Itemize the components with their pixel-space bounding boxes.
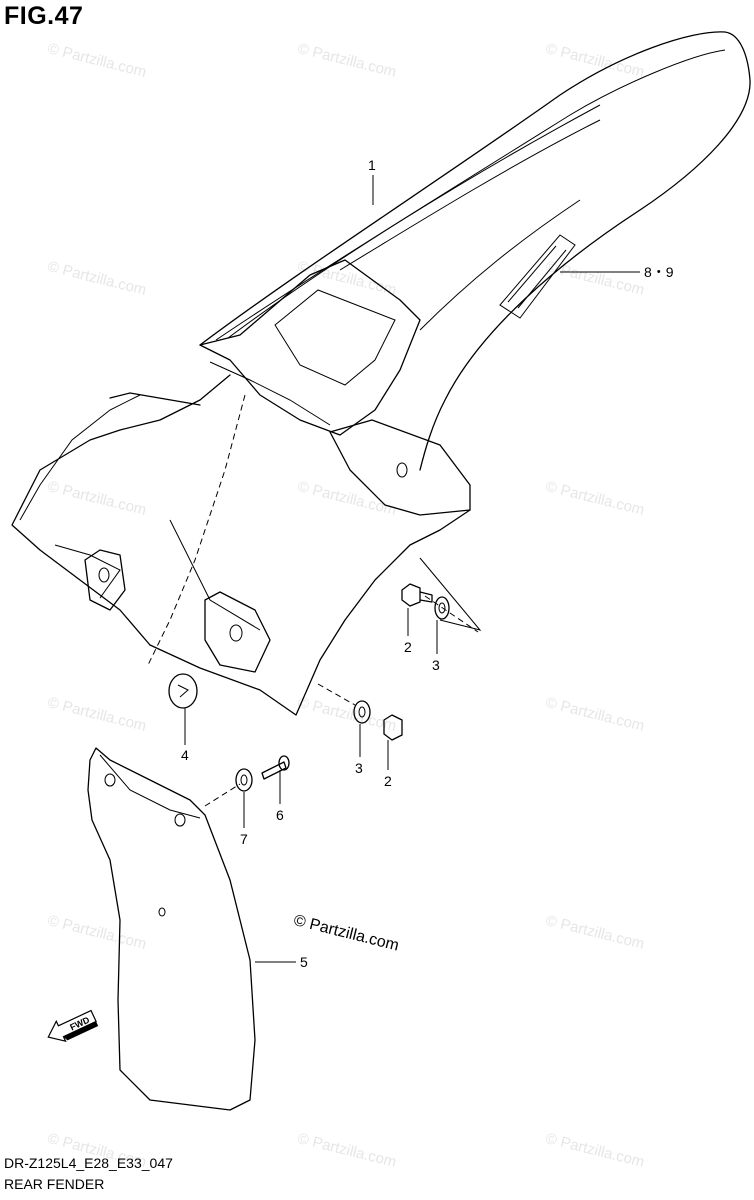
- callout-label: 6: [276, 807, 284, 823]
- assembly-line: [204, 783, 241, 807]
- callout-label: 3: [355, 760, 363, 776]
- bolt-part: [401, 583, 433, 607]
- mud-flap-part: [87, 747, 256, 1111]
- callout-label: 2: [384, 773, 392, 789]
- figure-title: FIG.47: [4, 2, 84, 30]
- callout-label: 8・9: [644, 264, 674, 280]
- assembly-line: [317, 683, 356, 706]
- assembly-line: [424, 595, 479, 633]
- washer-part: [235, 768, 253, 792]
- callout-label: 3: [432, 657, 440, 673]
- grommet-part: [168, 673, 198, 709]
- washer-part: [434, 596, 450, 620]
- bolt-part: [383, 714, 403, 741]
- callout-label: 1: [368, 157, 376, 173]
- rear-fender-part: [11, 31, 751, 716]
- figure-caption: REAR FENDER: [4, 1176, 105, 1192]
- forward-arrow-icon: FWD: [47, 1009, 99, 1043]
- callout-label: 7: [240, 831, 248, 847]
- washer-part: [353, 700, 371, 724]
- figure-code: DR-Z125L4_E28_E33_047: [4, 1155, 173, 1171]
- callout-label: 5: [300, 954, 308, 970]
- screw-part: [261, 755, 290, 780]
- callout-label: 4: [181, 747, 189, 763]
- callout-label: 2: [404, 639, 412, 655]
